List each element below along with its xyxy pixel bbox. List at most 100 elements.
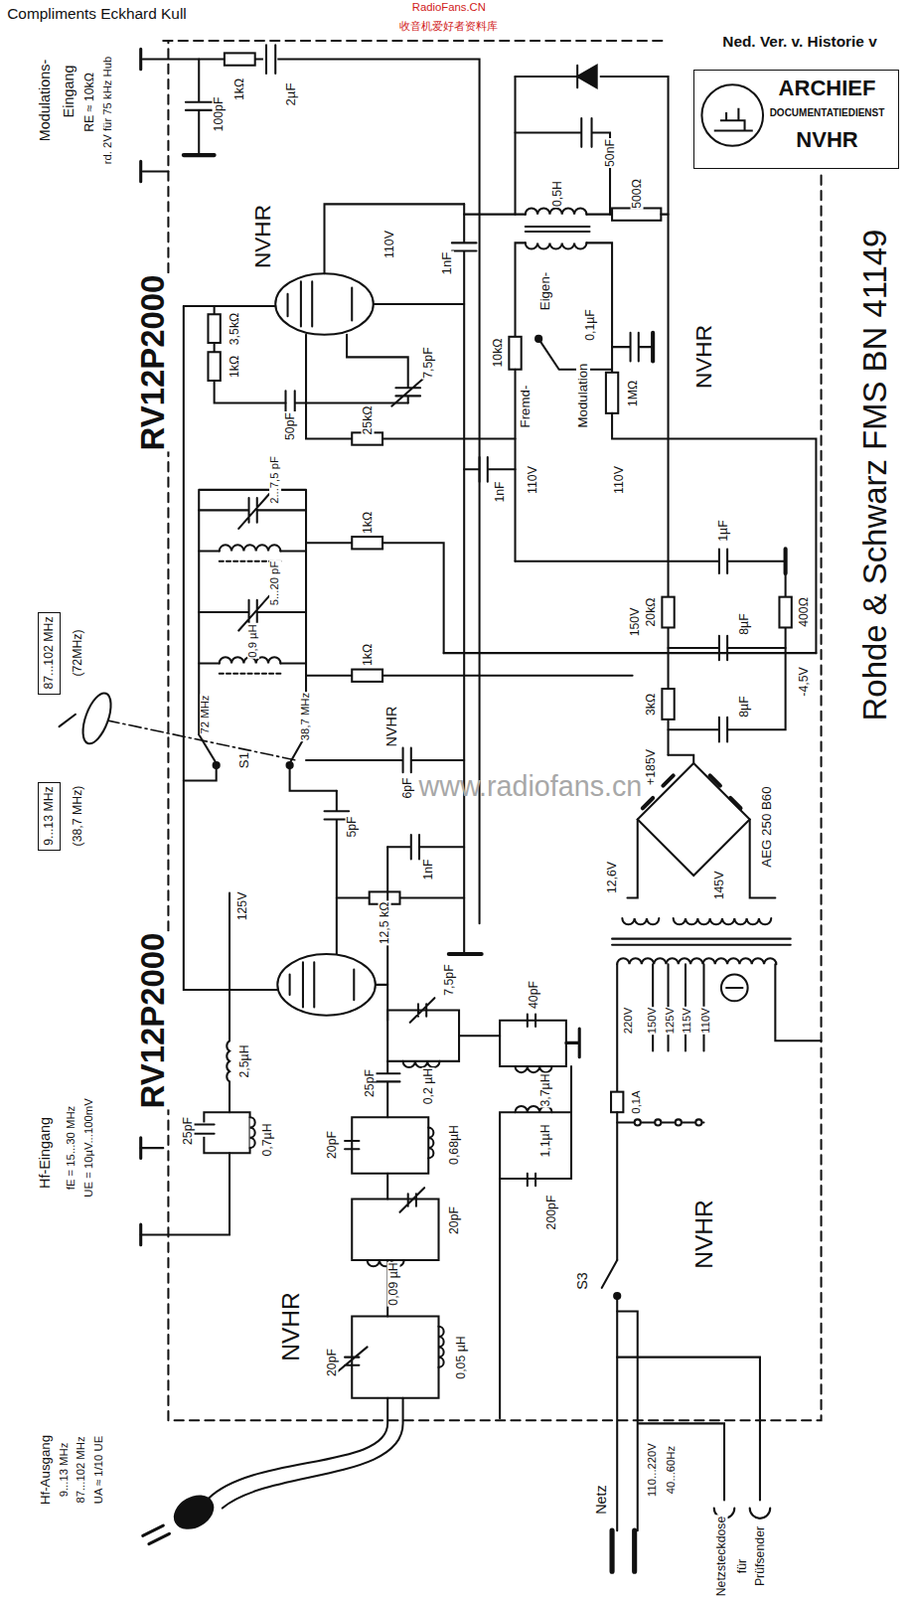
component-value: 0,7µH	[261, 1121, 275, 1157]
switch-name: S1	[237, 751, 252, 769]
component-value: 8µF	[737, 694, 751, 718]
switch-position: Fremd-	[518, 383, 533, 429]
stamp-text: DOCUMENTATIEDIENST	[760, 108, 895, 120]
voltage-label: 150V	[627, 607, 641, 638]
component-value: 5pF	[345, 814, 359, 838]
output-spec: 9...13 MHz	[58, 1440, 71, 1498]
device-title: Rohde & Schwarz FMS BN 41149	[858, 227, 894, 722]
component-value: 6pF	[400, 775, 414, 799]
component-value: 1kΩ	[360, 510, 374, 535]
input-spec: UE = 10µV...100mV	[83, 1096, 96, 1198]
input-spec: fE = 15...30 MHz	[65, 1104, 78, 1191]
component-value: 25pF	[180, 1115, 194, 1146]
component-value: 0,1µF	[583, 307, 597, 342]
component-value: 0,9 µH	[247, 622, 260, 659]
watermark: NVHR	[251, 203, 276, 270]
component-value: 25pF	[362, 1067, 376, 1098]
frequency-label: (38,7 MHz)	[71, 784, 85, 848]
archive-stamp: ARCHIEF DOCUMENTATIEDIENST NVHR	[693, 69, 900, 169]
component-value: 3,7µH	[539, 1071, 553, 1107]
component-value: 7,5pF	[442, 962, 456, 996]
stamp-text: ARCHIEF	[760, 76, 895, 100]
frequency-box: 87...102 MHz	[37, 611, 61, 695]
input-spec: rd. 2V für 75 kHz Hub	[102, 55, 115, 166]
component-value: 0,5H	[550, 179, 564, 208]
input-spec: RE ≈ 10kΩ	[83, 71, 97, 134]
component-value: 0,05 µH	[455, 1334, 468, 1379]
credit-note: Compliments Eckhard Kull	[5, 5, 187, 22]
outlet-label: Prüfsender	[754, 1524, 767, 1587]
voltage-label: 12,6V	[606, 860, 619, 895]
component-value: 3kΩ	[644, 691, 658, 716]
component-value: 8µF	[737, 612, 751, 636]
voltage-tap: 125V	[664, 1006, 677, 1035]
component-value: 1,1µH	[539, 1122, 553, 1158]
watermark: NVHR	[385, 705, 401, 749]
stamp-text: NVHR	[760, 128, 895, 152]
component-value: 1kΩ	[360, 642, 374, 667]
tube-type: RV12P2000	[136, 930, 171, 1109]
voltage-label: 110V	[383, 229, 397, 260]
input-label: Eingang	[61, 64, 77, 120]
component-value: 500Ω	[629, 177, 643, 210]
voltage-label: +185V	[644, 748, 658, 786]
component-value: 50pF	[283, 411, 297, 442]
component-value: 0,68µH	[447, 1123, 460, 1166]
voltage-tap: 220V	[622, 1006, 635, 1035]
output-spec: 87...102 MHz	[75, 1434, 88, 1504]
watermark: www.radiofans.cn	[417, 770, 643, 801]
component-value: 1nF	[440, 250, 455, 276]
watermark: 收音机爱好者资料库	[398, 20, 499, 33]
archive-note: Ned. Ver. v. Historie v	[721, 33, 878, 50]
voltage-label: 125V	[236, 890, 250, 921]
voltage-label: 145V	[712, 870, 726, 902]
component-value: 0,2 µH	[422, 1066, 436, 1104]
fuse-value: 0,1A	[630, 1088, 643, 1114]
component-value: 1µF	[717, 518, 731, 542]
switch-position: 72 MHz	[199, 693, 212, 735]
watermark: NVHR	[691, 1199, 718, 1271]
component-value: 50nF	[604, 138, 617, 168]
watermark: NVHR	[278, 1290, 305, 1363]
mains-label: Netz	[594, 1484, 610, 1517]
frequency-text: 87...102 MHz	[42, 616, 56, 690]
component-value: 1nF	[493, 479, 507, 503]
frequency-label: (72MHz)	[71, 628, 85, 678]
voltage-tap: 110V	[700, 1006, 713, 1035]
component-value: 1MΩ	[625, 379, 639, 408]
tube-type: RV12P2000	[136, 273, 171, 452]
component-value: 7,5pF	[422, 345, 436, 379]
voltage-label: -4,5V	[797, 665, 811, 697]
component-value: 100pF	[211, 96, 225, 134]
voltage-tap: 115V	[681, 1006, 694, 1035]
component-value: 3,5kΩ	[228, 310, 242, 345]
watermark: RadioFans.CN	[411, 1, 487, 14]
voltage-tap: 150V	[646, 1006, 659, 1035]
switch-label: Modulation	[576, 362, 591, 430]
component-value: 200pF	[544, 1193, 558, 1230]
component-value: 20pF	[324, 1129, 338, 1160]
rectifier-type: AEG 250 B60	[760, 784, 774, 868]
mains-spec: 40...60Hz	[665, 1443, 678, 1494]
component-value: 400Ω	[797, 596, 811, 628]
component-value: 2,5µH	[238, 1043, 252, 1078]
input-label: Hf-Eingang	[38, 1115, 54, 1190]
watermark: NVHR	[692, 323, 717, 390]
voltage-label: 110V	[612, 464, 626, 495]
switch-position: Eigen-	[538, 270, 553, 310]
switch-position: 38,7 MHz	[300, 691, 312, 742]
output-label: Hf-Ausgang	[38, 1432, 53, 1505]
component-value: 1kΩ	[233, 77, 247, 102]
component-value: 20pF	[324, 1347, 338, 1377]
component-value: 10kΩ	[491, 337, 505, 369]
component-value: 2µF	[284, 81, 299, 107]
component-value: 40pF	[527, 979, 541, 1010]
switch-name: S3	[576, 1270, 592, 1291]
component-value: 1kΩ	[228, 354, 242, 379]
frequency-text: 9...13 MHz	[42, 786, 56, 846]
outlet-label: Netzsteckdose	[714, 1514, 728, 1597]
component-value: 20pF	[447, 1205, 460, 1235]
component-value: 1nF	[422, 857, 436, 881]
component-value: 12,5 kΩ	[378, 901, 392, 946]
component-value: 25kΩ	[360, 404, 374, 436]
